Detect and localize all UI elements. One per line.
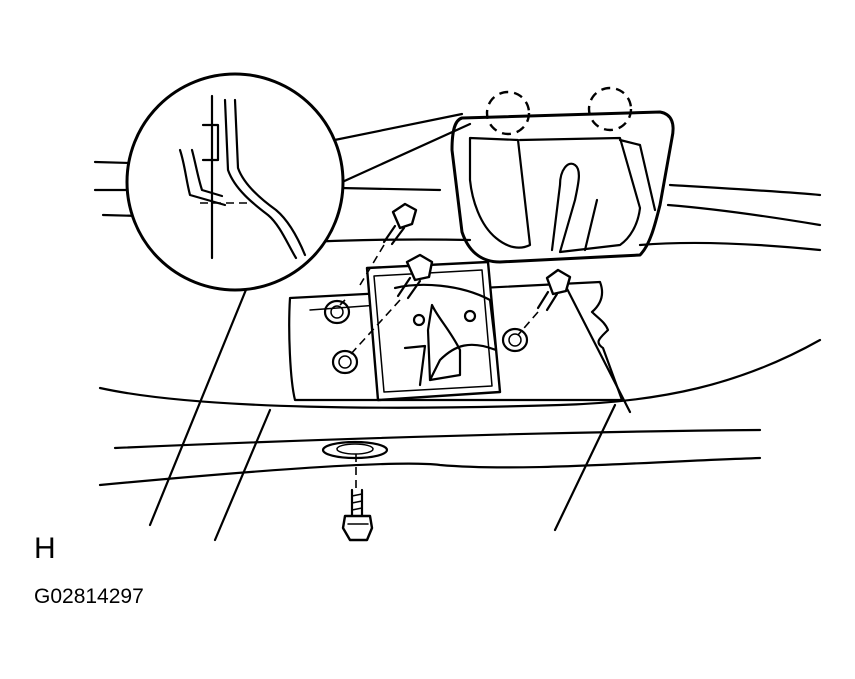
hood-lock — [365, 260, 502, 402]
bolt-holes — [323, 299, 529, 375]
bolts-and-guides — [339, 202, 572, 542]
detail-magnifier — [125, 72, 472, 292]
panel-hole — [321, 440, 389, 460]
detail-markers — [485, 86, 633, 136]
figure-code-label: G02814297 — [34, 585, 144, 608]
bolt-bottom — [341, 450, 374, 542]
bolt-upper-left — [339, 202, 418, 306]
view-letter-label: H — [34, 532, 56, 565]
lock-cover — [450, 110, 675, 264]
bolt-right — [517, 268, 572, 336]
bolt-center — [349, 253, 434, 356]
